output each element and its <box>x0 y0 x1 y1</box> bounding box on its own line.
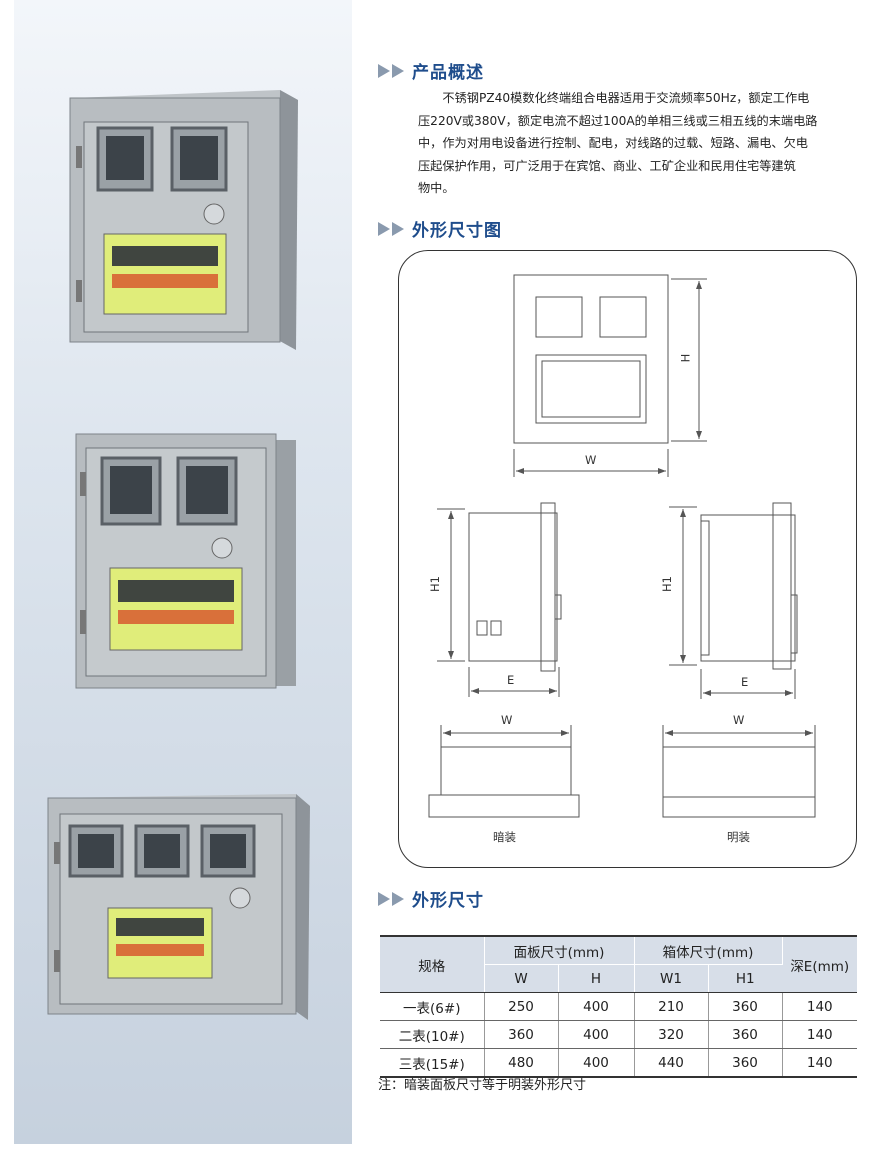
cell-spec: 二表(10#) <box>380 1020 485 1049</box>
header-panel-size: 面板尺寸(mm) <box>484 935 635 965</box>
footnote: 注：暗装面板尺寸等于明装外形尺寸 <box>378 1078 587 1093</box>
dimension-table: 规格 面板尺寸(mm) 箱体尺寸(mm) 深E(mm) W H W1 H1 一表… <box>380 935 857 1078</box>
label-concealed: 暗装 <box>493 830 516 844</box>
header-h: H <box>558 964 635 993</box>
cell-w: 480 <box>484 1048 559 1078</box>
product-description: 不锈钢PZ40模数化终端组合电器适用于交流频率50Hz，额定工作电 压220V或… <box>418 87 884 200</box>
cell-w1: 210 <box>634 992 709 1021</box>
cell-h: 400 <box>558 992 635 1021</box>
product-image-two-meter-surface <box>69 90 298 350</box>
cell-h1: 360 <box>708 992 783 1021</box>
table-row: 一表(6#) 250 400 210 360 140 <box>380 992 857 1021</box>
label-h: H <box>678 353 693 363</box>
label-h1-concealed: H1 <box>427 576 442 592</box>
arrow-icon <box>378 221 404 236</box>
cell-e: 140 <box>782 992 857 1021</box>
header-w: W <box>484 964 559 993</box>
cell-w1: 440 <box>634 1048 709 1078</box>
cell-h1: 360 <box>708 1048 783 1078</box>
section-title-dimensions: 外形尺寸 <box>412 891 484 911</box>
description-line: 中，作为对用电设备进行控制、配电，对线路的过载、短路、漏电、欠电 <box>418 136 808 150</box>
label-surface: 明装 <box>727 830 750 844</box>
header-depth: 深E(mm) <box>782 935 857 993</box>
section-title-overview: 产品概述 <box>412 63 484 83</box>
header-w1: W1 <box>634 964 709 993</box>
label-w-surface: W <box>733 713 745 727</box>
product-image-two-meter-concealed <box>75 433 296 689</box>
cell-h1: 360 <box>708 1020 783 1049</box>
label-w-front: W <box>585 453 597 467</box>
cell-w: 250 <box>484 992 559 1021</box>
dimension-drawing-svg <box>428 274 816 818</box>
cell-spec: 一表(6#) <box>380 992 485 1021</box>
header-box-size: 箱体尺寸(mm) <box>634 935 783 965</box>
arrow-icon <box>378 891 404 906</box>
cell-w: 360 <box>484 1020 559 1049</box>
description-line: 压起保护作用，可广泛用于在宾馆、商业、工矿企业和民用住宅等建筑 <box>418 158 796 173</box>
cell-h: 400 <box>558 1048 635 1078</box>
header-spec: 规格 <box>380 935 485 993</box>
cell-spec: 三表(15#) <box>380 1048 485 1078</box>
dimension-drawing: H W H1 E H1 E W W 暗装 明装 <box>398 250 857 868</box>
header-h1: H1 <box>708 964 782 993</box>
label-w-concealed: W <box>501 713 513 727</box>
cell-w1: 320 <box>634 1020 709 1049</box>
table-row: 二表(10#) 360 400 320 360 140 <box>380 1020 857 1049</box>
table-row: 三表(15#) 480 400 440 360 140 <box>380 1048 857 1078</box>
label-e-concealed: E <box>507 673 515 687</box>
section-header-overview: 产品概述 <box>378 58 484 83</box>
section-header-dimensions: 外形尺寸 <box>378 886 484 911</box>
cell-h: 400 <box>558 1020 635 1049</box>
product-image-three-meter <box>47 794 310 1020</box>
arrow-icon <box>378 63 404 78</box>
description-line: 不锈钢PZ40模数化终端组合电器适用于交流频率50Hz，额定工作电 <box>442 91 810 105</box>
description-line: 物中。 <box>418 181 455 195</box>
section-header-drawing: 外形尺寸图 <box>378 216 502 241</box>
cell-e: 140 <box>782 1020 857 1049</box>
description-line: 压220V或380V，额定电流不超过100A的单相三线或三相五线的末端电路 <box>418 113 818 128</box>
label-e-surface: E <box>741 675 749 689</box>
label-h1-surface: H1 <box>659 576 674 592</box>
cell-e: 140 <box>782 1048 857 1078</box>
section-title-drawing: 外形尺寸图 <box>412 221 502 241</box>
